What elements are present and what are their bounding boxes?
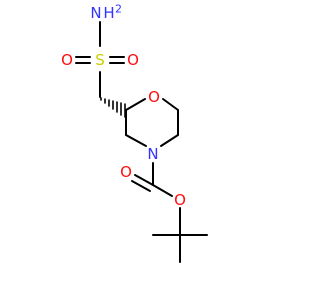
bond-ccarbonyl-oester (152, 184, 173, 197)
ring-nitrogen: N (147, 145, 158, 163)
sulfur-atom: S (95, 51, 105, 69)
bond-ccarbonyl-o-double-b (131, 180, 151, 192)
bond-nring-c3 (125, 134, 147, 147)
molecule-drawing: N H 2 S O O O N O O (61, 3, 208, 263)
nh2-subscript: 2 (115, 3, 122, 16)
bond-c2-oring (125, 98, 146, 111)
nh2-n: N (90, 4, 101, 22)
hashed-wedge-bond (100, 97, 126, 118)
carbonyl-oxygen: O (120, 163, 132, 181)
bond-c5-nring (160, 134, 179, 147)
bond-ccarbonyl-o-double-a (134, 174, 154, 186)
sulfonyl-oxygen-right: O (127, 51, 139, 69)
nh2-h: H (103, 4, 114, 22)
ester-oxygen: O (174, 191, 186, 209)
bond-oring-c6 (162, 98, 179, 111)
structure-canvas: N H 2 S O O O N O O (61, 3, 208, 263)
nh2-label: N H 2 (90, 3, 122, 23)
sulfonyl-oxygen-left: O (61, 51, 73, 69)
ring-oxygen: O (148, 88, 160, 106)
